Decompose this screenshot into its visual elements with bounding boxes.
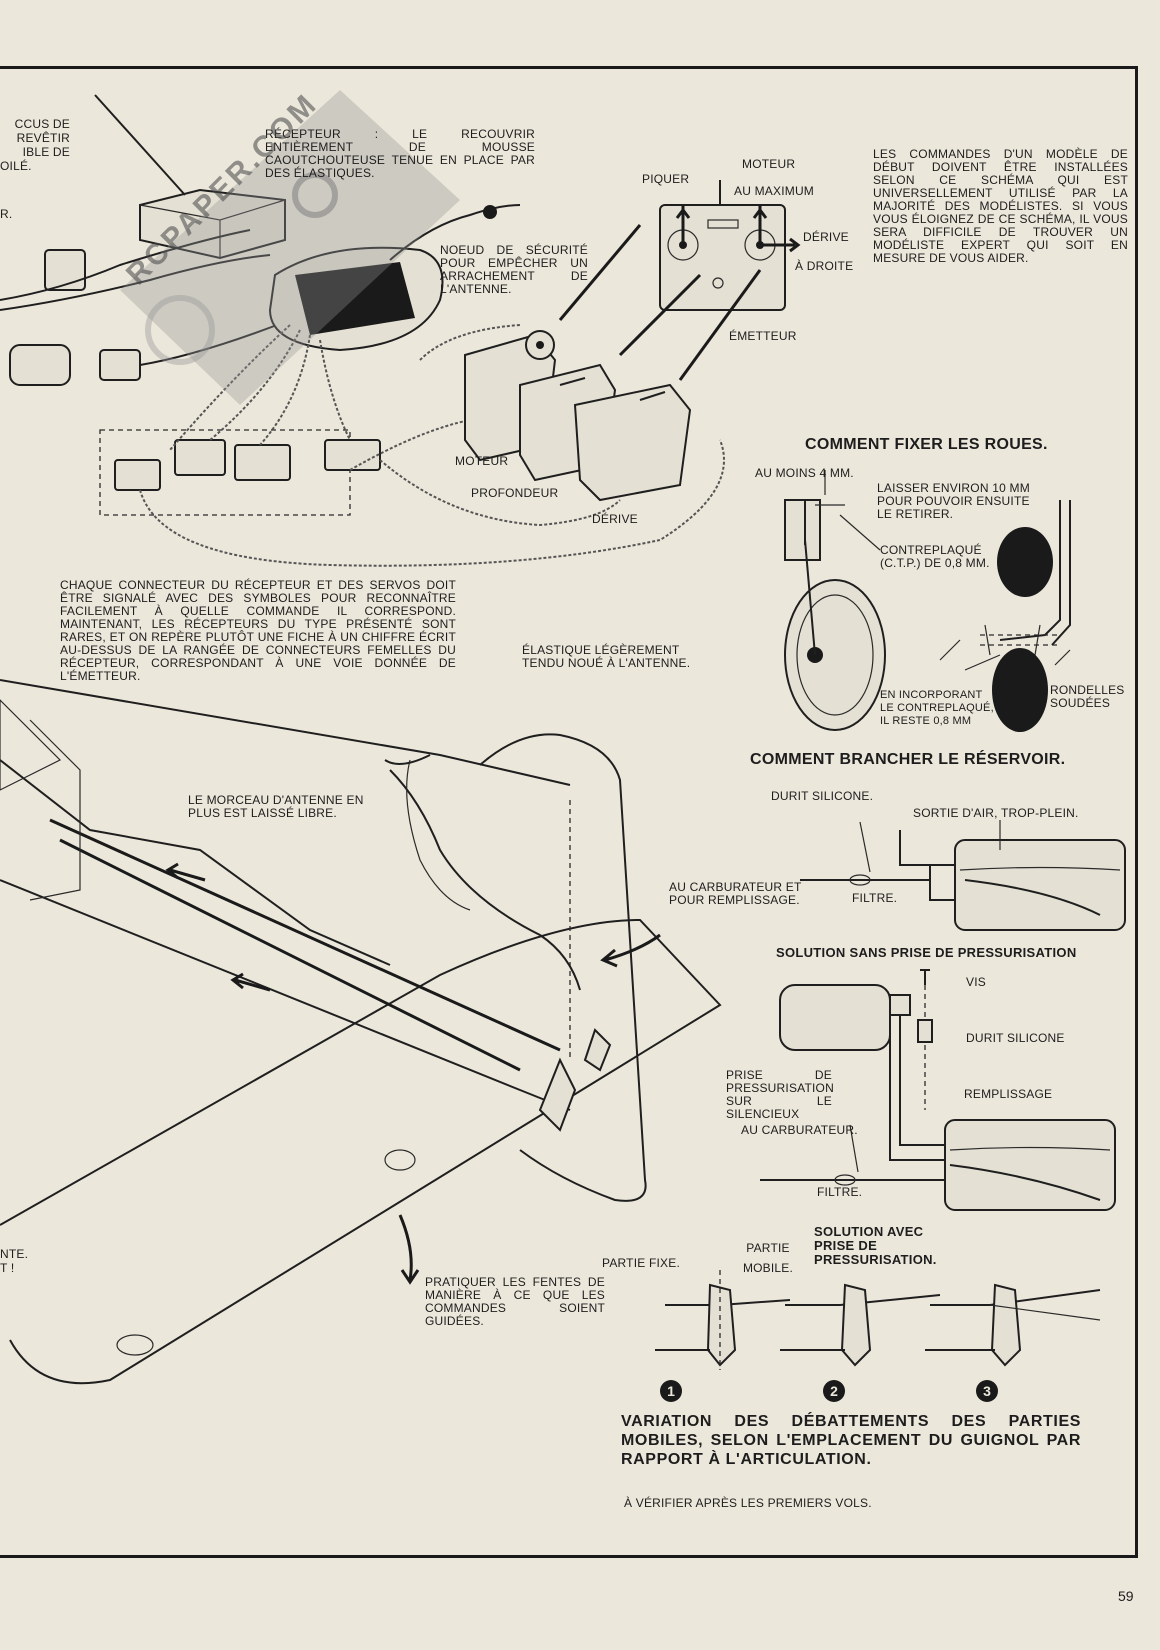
label-profondeur: PROFONDEUR [471, 486, 559, 500]
page-frame [0, 66, 1138, 1558]
label-filtre-2: FILTRE. [817, 1185, 863, 1199]
label-partie-fixe: PARTIE FIXE. [602, 1256, 680, 1270]
label-partie-mobile: PARTIE MOBILE. [742, 1241, 794, 1275]
label-remplissage: REMPLISSAGE [964, 1087, 1053, 1101]
slots-note: PRATIQUER LES FENTES DE MANIÈRE À CE QUE… [425, 1275, 605, 1328]
fuel-tank-top-drawing [800, 820, 1126, 931]
label-laisser: LAISSER ENVIRON 10 MM POUR POUVOIR ENSUI… [877, 481, 1030, 521]
horns-title: VARIATION DES DÉBATTEMENTS DES PARTIES M… [621, 1413, 1081, 1468]
connector-plug [9, 344, 71, 386]
fragment-line: REVÊTIR [16, 131, 70, 145]
label-prise: PRISE DE PRESSURISATION SUR LE SILENCIEU… [726, 1068, 834, 1121]
position-1-badge: 1 [660, 1380, 682, 1402]
left-fragment-4: T ! [0, 1261, 15, 1275]
label-piquer: PIQUER [642, 172, 690, 186]
label-au-maximum: AU MAXIMUM [734, 184, 814, 198]
left-fragment-1: CCUS DE REVÊTIR IBLE DE OILÉ. [0, 117, 70, 173]
label-filtre-1: FILTRE. [852, 891, 898, 905]
label-en-incorporant: EN INCORPORANT LE CONTREPLAQUÉ, IL RESTE… [880, 689, 994, 727]
label-au-carburateur-2: AU CARBURATEUR. [741, 1123, 858, 1137]
label-derive-servo: DÉRIVE [592, 512, 638, 526]
safety-knot-note: NOEUD DE SÉCURITÉ POUR EMPÊCHER UN ARRAC… [440, 243, 588, 296]
receiver-box [295, 262, 415, 335]
fragment-line: OILÉ. [0, 159, 32, 173]
label-sortie: SORTIE D'AIR, TROP-PLEIN. [913, 806, 1079, 820]
battery-pack [139, 188, 286, 260]
position-2-badge: 2 [823, 1380, 845, 1402]
connector-paragraph: CHAQUE CONNECTEUR DU RÉCEPTEUR ET DES SE… [60, 578, 456, 683]
label-moteur-servo: MOTEUR [455, 454, 509, 468]
solution-sans-title: SOLUTION SANS PRISE DE PRESSURISATION [776, 945, 1077, 960]
label-durit-1: DURIT SILICONE. [771, 789, 874, 803]
switch [44, 249, 86, 291]
solution-avec-title: SOLUTION AVEC PRISE DE PRESSURISATION. [814, 1224, 937, 1267]
label-au-moins: AU MOINS 4 MM. [755, 466, 854, 480]
wheel-drawing [784, 470, 1071, 732]
fuel-tank-2 [944, 1119, 1116, 1211]
left-fragment-3: NTE. [0, 1247, 29, 1261]
radio-installation-drawing [0, 94, 801, 567]
servo-derive [573, 383, 692, 502]
fragment-line: IBLE DE [22, 145, 70, 159]
intro-paragraph: LES COMMANDES D'UN MODÈLE DE DÉBUT DOIVE… [873, 147, 1128, 265]
position-3-badge: 3 [976, 1380, 998, 1402]
wheel-shadow-bottom [992, 648, 1048, 732]
label-au-carburateur-1: AU CARBURATEUR ET POUR REMPLISSAGE. [669, 880, 802, 907]
watermark-graphic [120, 90, 460, 405]
label-a-droite: À DROITE [795, 259, 854, 273]
label-durit-2: DURIT SILICONE [966, 1031, 1065, 1045]
label-derive-right: DÉRIVE [803, 230, 849, 244]
fuel-tank-bottom-drawing [760, 969, 1116, 1211]
ctp-plate [784, 499, 821, 561]
engine-muffler [779, 984, 891, 1051]
wheel-shadow-top [997, 527, 1053, 597]
fuel-tank-1 [954, 839, 1126, 931]
tail-drawing [0, 679, 722, 1385]
check-note: À VÉRIFIER APRÈS LES PREMIERS VOLS. [624, 1496, 872, 1510]
fragment-line: CCUS DE [14, 117, 70, 131]
wheel [784, 579, 886, 731]
antenna-note: LE MORCEAU D'ANTENNE EN PLUS EST LAISSÉ … [188, 793, 364, 820]
label-contreplaque: CONTREPLAQUÉ (C.T.P.) DE 0,8 MM. [880, 543, 990, 570]
label-vis: VIS [966, 975, 986, 989]
label-moteur-top: MOTEUR [742, 157, 796, 171]
label-emetteur: ÉMETTEUR [729, 329, 797, 343]
label-rondelles: RONDELLES SOUDÉES [1050, 683, 1125, 710]
elastic-note: ÉLASTIQUE LÉGÈREMENT TENDU NOUÉ À L'ANTE… [522, 643, 691, 670]
stabilizer-outline [0, 918, 722, 1385]
fin-outline [479, 733, 647, 1202]
page-number: 59 [1118, 1588, 1134, 1604]
wheels-title: COMMENT FIXER LES ROUES. [805, 436, 1048, 453]
control-horn-drawings [655, 1270, 1101, 1370]
safety-knot [483, 205, 497, 219]
tank-title: COMMENT BRANCHER LE RÉSERVOIR. [750, 751, 1066, 768]
connector-group [99, 429, 351, 516]
receiver-note: RÉCEPTEUR : LE RECOUVRIR ENTIÈREMENT DE … [265, 127, 535, 180]
left-fragment-2: R. [0, 207, 13, 221]
